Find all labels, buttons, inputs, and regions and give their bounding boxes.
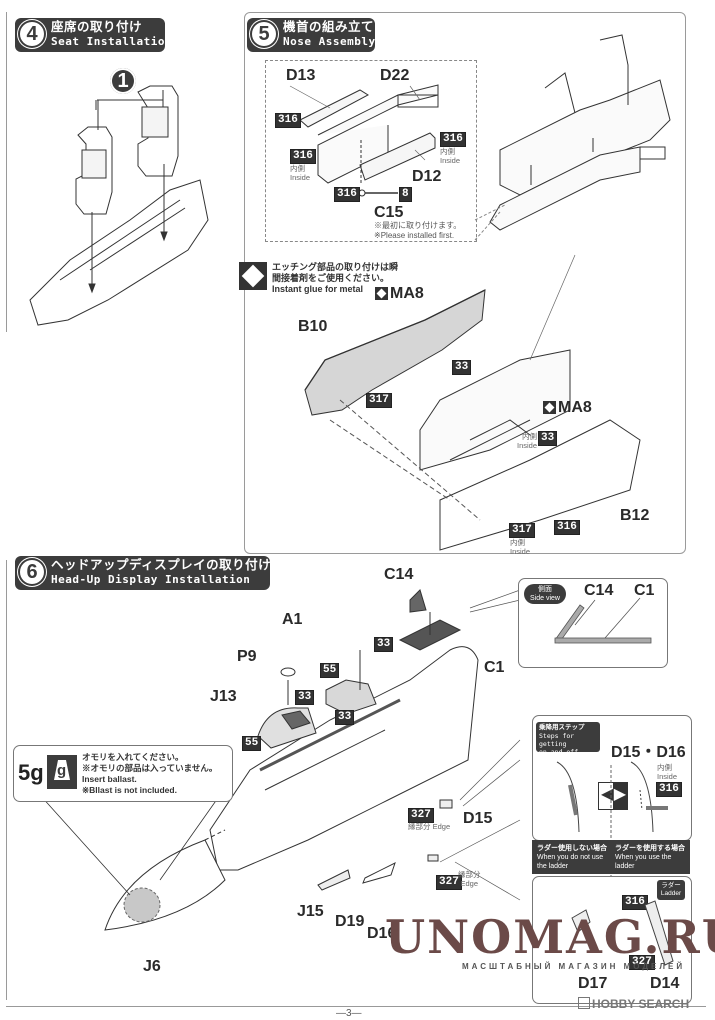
paint-code: 8 xyxy=(399,187,412,202)
step-title-en: Nose Assembly xyxy=(283,35,376,48)
part-label-ma8: MA8 xyxy=(390,285,424,302)
paint-code: 55 xyxy=(320,663,340,678)
part-label-j15: J15 xyxy=(297,903,324,920)
step-title-en: Seat Installation xyxy=(51,35,173,48)
paint-code: 33 xyxy=(452,360,472,375)
ladder-en: When you use the ladder xyxy=(615,854,672,870)
source-watermark: HOBBY SEARCH xyxy=(578,997,689,1011)
glue-note: エッチング部品の取り付けは瞬 間接着剤をご使用ください。 Instant glu… xyxy=(272,262,399,294)
steps-badge: 乗降用ステップ Steps for getting on and off xyxy=(536,722,600,756)
edge-label: 縁部分 Edge xyxy=(408,822,451,831)
part-label-d15: D15 xyxy=(463,810,493,827)
no-ladder-jp: ラダー使用しない場合 xyxy=(537,845,607,852)
step-title-en: Head-Up Display Installation xyxy=(51,573,251,586)
step-title-jp: ヘッドアップディスプレイの取り付け xyxy=(51,558,272,572)
watermark-tagline: МАСШТАБНЫЙ МАГАЗИН МОДЕЛЕЙ xyxy=(462,962,686,971)
weight-icon: g xyxy=(47,755,77,789)
part-label-b12: B12 xyxy=(620,507,650,524)
metal-glue-icon xyxy=(239,262,267,290)
paint-code: 33 xyxy=(335,710,355,725)
side-view-label-c14: C14 xyxy=(584,582,614,599)
step4-header: 4 座席の取り付け Seat Installation xyxy=(15,18,173,52)
paint-code: 33 xyxy=(295,690,315,705)
paint-code: 33 xyxy=(374,637,394,652)
paint-code: 327 xyxy=(629,955,655,970)
step-number: 6 xyxy=(20,560,44,584)
metal-glue-icon xyxy=(543,401,556,414)
paint-code: 55 xyxy=(242,736,262,751)
metal-glue-icon xyxy=(375,287,388,300)
callout-1-badge: 1 xyxy=(110,68,136,94)
part-label-c1: C1 xyxy=(484,659,505,676)
paint-code: 316 xyxy=(290,149,316,164)
part-label-c15: C15 xyxy=(374,204,404,221)
part-label-j13: J13 xyxy=(210,688,237,705)
ladder-badge: ラダー Ladder xyxy=(657,880,685,900)
page-number: —3— xyxy=(336,1008,362,1019)
paint-code: 327 xyxy=(408,808,434,823)
paint-code: 327 xyxy=(436,875,462,890)
paint-code: 316 xyxy=(656,782,682,797)
ladder-jp: ラダーを使用する場合 xyxy=(615,845,685,852)
side-view-badge: 側面 Side view xyxy=(524,584,566,604)
ballast-weight: 5g xyxy=(18,760,44,785)
part-label-c14: C14 xyxy=(384,566,414,583)
step-title-jp: 座席の取り付け xyxy=(51,20,143,34)
step6-header: 6 ヘッドアップディスプレイの取り付け Head-Up Display Inst… xyxy=(15,556,272,590)
paint-code: 316 xyxy=(554,520,580,535)
part-label-d19: D19 xyxy=(335,913,365,930)
callout-number: 1 xyxy=(117,70,129,92)
part-label-d13: D13 xyxy=(286,67,316,84)
part-label-d17: D17 xyxy=(578,975,608,992)
paint-code: 33 xyxy=(538,431,558,446)
paint-code: 317 xyxy=(509,523,535,538)
steps-title: D15・D16 xyxy=(611,744,686,761)
subassembly-box xyxy=(265,60,477,242)
hobby-search-logo-icon xyxy=(578,997,590,1009)
part-label-j6: J6 xyxy=(143,958,161,975)
part-label-a1: A1 xyxy=(282,611,303,628)
step4-frame xyxy=(6,12,227,332)
step-title-jp: 機首の組み立て xyxy=(283,20,375,34)
step5-header: 5 機首の組み立て Nose Assembly xyxy=(247,18,375,52)
paint-code: 316 xyxy=(622,895,648,910)
paint-code: 317 xyxy=(366,393,392,408)
step6-frame xyxy=(6,560,8,1000)
part-label-p9: P9 xyxy=(237,648,257,665)
part-label-d14: D14 xyxy=(650,975,680,992)
part-label-d16: D16 xyxy=(367,925,397,942)
side-view-label-c1: C1 xyxy=(634,582,655,599)
step-number: 5 xyxy=(252,22,276,46)
paint-code: 316 xyxy=(275,113,301,128)
watermark-brand: UNOMAG.RU xyxy=(385,910,715,964)
part-label-b10: B10 xyxy=(298,318,328,335)
part-label-ma8: MA8 xyxy=(558,399,592,416)
ballast-text: オモリを入れてください。 ※オモリの部品は入っていません。 Insert bal… xyxy=(82,752,218,795)
paint-code: 316 xyxy=(440,132,466,147)
part-label-d12: D12 xyxy=(412,168,442,185)
bottom-rule xyxy=(6,1006,706,1007)
paint-code: 316 xyxy=(334,187,360,202)
step-number: 4 xyxy=(20,22,44,46)
no-ladder-en: When you do not use xyxy=(537,854,604,861)
part-label-d22: D22 xyxy=(380,67,410,84)
swap-arrow-icon: ◀ ▶ xyxy=(598,782,628,810)
ladder-options-bar: ラダー使用しない場合 When you do not use the ladde… xyxy=(532,840,690,874)
c15-note: ※最初に取り付けます。※Please installed first. xyxy=(374,221,462,240)
